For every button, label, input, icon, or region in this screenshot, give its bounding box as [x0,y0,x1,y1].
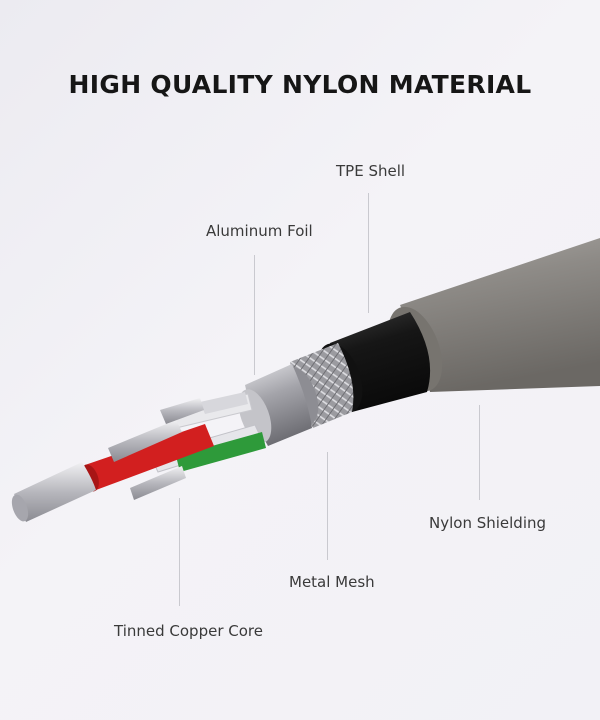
label-nylon-shielding: Nylon Shielding [429,514,547,532]
leader-line-nylon-shielding [479,405,480,500]
page-title: HIGH QUALITY NYLON MATERIAL [68,70,532,99]
leader-line-tpe-shell [368,193,369,313]
label-tinned-copper-core: Tinned Copper Core [114,622,263,640]
leader-line-aluminum-foil [254,255,255,375]
leader-line-metal-mesh [327,452,328,560]
leader-line-tinned-copper-core [179,498,180,606]
label-metal-mesh: Metal Mesh [289,573,375,591]
label-aluminum-foil: Aluminum Foil [206,222,313,240]
inner-wires [11,392,266,522]
label-tpe-shell: TPE Shell [336,162,406,180]
